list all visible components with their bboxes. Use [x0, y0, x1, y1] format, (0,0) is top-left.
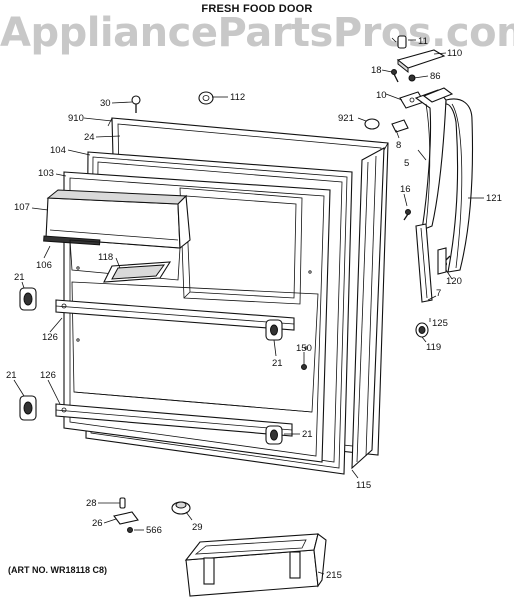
handle-end-125 — [437, 247, 447, 275]
callout-103: 103 — [38, 168, 54, 179]
screw-150 — [301, 364, 307, 370]
callout-11: 11 — [418, 36, 428, 47]
door-handle-trim-5 — [414, 89, 447, 231]
callout-119: 119 — [426, 342, 441, 353]
shelf-end-cap-left-lower — [19, 395, 37, 421]
callout-21-right-lower: 21 — [302, 429, 313, 440]
callout-7: 7 — [436, 288, 441, 299]
shelf-end-cap-left-upper — [19, 287, 37, 311]
hinge-10 — [399, 91, 425, 109]
door-bin-215 — [184, 533, 327, 597]
shelf-end-cap-right-lower — [265, 425, 283, 445]
dairy-base — [69, 239, 181, 281]
callout-8: 8 — [396, 140, 401, 151]
callout-921: 921 — [338, 113, 354, 124]
callout-24: 24 — [84, 132, 95, 143]
callout-5: 5 — [404, 158, 409, 169]
handle-bracket-top — [422, 87, 454, 103]
callout-112: 112 — [230, 92, 245, 103]
dairy-compartment-door — [43, 189, 191, 250]
callout-126-upper: 126 — [42, 332, 58, 343]
butter-tray — [103, 261, 172, 283]
callout-16: 16 — [400, 184, 411, 195]
callout-29: 29 — [192, 522, 203, 533]
hinge-cap-11 — [391, 35, 407, 49]
callout-labels: 11 110 18 86 10 30 112 910 921 24 8 104 … — [6, 36, 502, 581]
callout-86: 86 — [430, 71, 441, 82]
hinge-pin-119 — [415, 322, 429, 338]
screw-566 — [127, 527, 133, 533]
door-shelf-upper — [55, 299, 295, 331]
hinge-cover-110 — [396, 49, 446, 74]
callout-566: 566 — [146, 525, 162, 536]
handle-mount-7 — [415, 223, 433, 303]
callout-120: 120 — [446, 276, 462, 287]
screw-30 — [131, 95, 141, 113]
shelf-end-cap-right-upper — [265, 319, 283, 341]
art-number: (ART NO. WR18118 C8) — [8, 565, 108, 575]
callout-110: 110 — [447, 48, 462, 59]
screw-16 — [403, 209, 411, 221]
plug-921 — [364, 118, 380, 130]
callout-106: 106 — [36, 260, 52, 271]
callout-21-right-upper: 21 — [272, 358, 283, 369]
bracket-26 — [113, 511, 139, 525]
callout-910: 910 — [68, 113, 84, 124]
door-shelf-lower — [55, 403, 293, 437]
page-title: FRESH FOOD DOOR — [201, 3, 313, 15]
callout-150: 150 — [296, 343, 312, 354]
callout-28: 28 — [86, 498, 97, 509]
callout-10: 10 — [376, 90, 387, 101]
hinge-bracket-8 — [391, 119, 409, 133]
callout-30: 30 — [100, 98, 111, 109]
callout-21-left-lower: 21 — [6, 370, 17, 381]
callout-26: 26 — [92, 518, 103, 529]
callout-125: 125 — [432, 318, 448, 329]
callout-121: 121 — [486, 193, 502, 204]
callout-118: 118 — [98, 252, 113, 263]
callout-126-lower: 126 — [40, 370, 56, 381]
callout-115: 115 — [356, 480, 371, 491]
callout-21-left-upper: 21 — [14, 272, 25, 283]
callout-107: 107 — [14, 202, 30, 213]
callout-104: 104 — [50, 145, 66, 156]
pin-28 — [119, 497, 126, 509]
leader-lines — [13, 39, 484, 575]
callout-18: 18 — [371, 65, 382, 76]
callout-215: 215 — [326, 570, 342, 581]
screw-18 — [391, 69, 399, 83]
cap-29 — [171, 501, 191, 515]
plug-112 — [198, 91, 214, 105]
door-handle-121 — [445, 98, 474, 273]
